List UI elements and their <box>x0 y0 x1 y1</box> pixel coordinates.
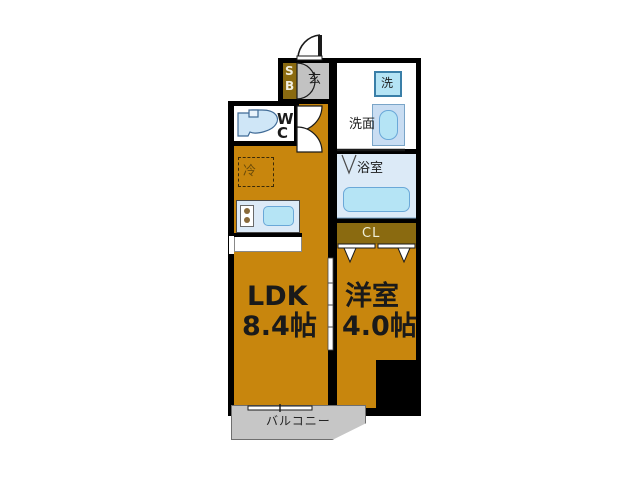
washbasin-label: 洗面 <box>349 117 376 132</box>
ldk-room-label: LDK <box>247 281 308 312</box>
washitsu-floor-lower <box>337 360 376 408</box>
balcony-label: バルコニー <box>266 414 331 428</box>
bathtub-fixture <box>343 187 410 212</box>
kitchen-cabinet-body <box>234 237 302 252</box>
toilet-label-w: W <box>277 110 294 128</box>
washing-machine-space <box>374 71 402 97</box>
refrigerator-space <box>238 157 274 187</box>
balcony <box>231 405 366 440</box>
shoebox-label-s: S <box>285 64 294 78</box>
washitsu-area-label: 4.0帖 <box>342 311 417 342</box>
washer-label: 洗 <box>381 76 394 90</box>
washitsu-floor <box>337 244 416 360</box>
toilet-label-c: C <box>277 124 289 142</box>
closet-cl <box>337 223 416 244</box>
ldk-floor <box>234 146 328 408</box>
kitchen-cabinet-front <box>234 233 302 237</box>
kitchen-sink <box>263 206 294 226</box>
closet-label: CL <box>362 226 381 241</box>
shoebox-label-b: B <box>285 79 295 93</box>
washitsu-room-label: 洋室 <box>345 281 399 312</box>
entrance-door <box>296 34 323 61</box>
stove-burners <box>240 205 254 227</box>
bathroom-label: 浴室 <box>357 161 384 176</box>
ldk-area-label: 8.4帖 <box>242 311 317 342</box>
stove-burner-bottom <box>244 217 250 223</box>
refrigerator-label: 冷 <box>243 164 257 179</box>
hallway-floor <box>297 104 328 152</box>
washbasin-bowl <box>379 110 398 140</box>
stove-burner-top <box>244 208 250 214</box>
shoe-box-cabinet <box>283 63 297 99</box>
genkan-label: 玄 <box>308 72 322 87</box>
